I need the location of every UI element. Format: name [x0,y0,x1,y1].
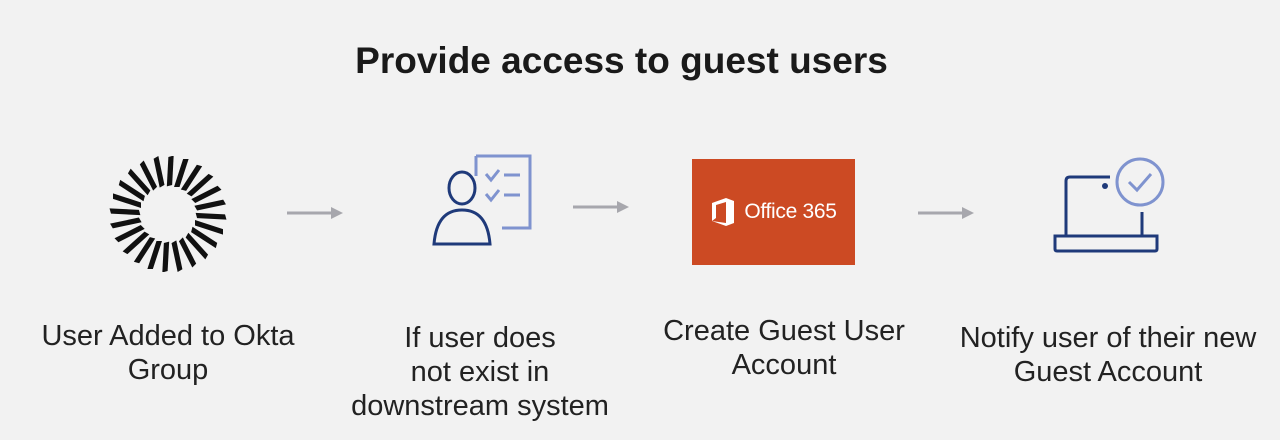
okta-ray [122,231,150,255]
caption-line: Account [731,349,837,381]
okta-ray [113,193,141,208]
okta-ray [118,179,145,202]
page-title: Provide access to guest users [355,40,888,81]
arrow-3 [918,207,974,219]
okta-ray [166,156,174,187]
okta-ray [195,212,227,220]
okta-ray [195,220,223,235]
okta-ray [191,185,222,204]
caption-line: User Added to Okta [41,320,295,352]
caption-line: not exist in [410,356,550,388]
office365-logo-icon [712,198,735,226]
step-1-caption: User Added to Okta Group [8,319,328,387]
caption-line: Group [127,354,209,386]
caption-line: downstream system [351,390,609,422]
okta-ray [171,240,183,272]
step-2-caption: If user does not exist in downstream sys… [330,321,630,423]
okta-ray [191,226,218,249]
arrow-2 [573,201,629,213]
okta-ray [139,160,158,191]
caption-line: Create Guest User [663,315,905,347]
caption-line: Notify user of their new [959,322,1257,354]
okta-ray [153,156,165,188]
okta-ray [147,241,162,269]
arrow-1 [287,207,343,219]
okta-ray [174,159,189,187]
okta-ray [110,217,142,229]
okta-ray [109,208,141,216]
step-4-caption: Notify user of their new Guest Account [938,321,1278,389]
user-checklist-icon [432,154,532,246]
okta-ray [162,241,170,272]
step-3-caption: Create Guest User Account [634,314,934,382]
okta-ray [180,164,203,191]
okta-ray [186,173,214,197]
office365-logo: Office 365 [692,159,855,265]
okta-ray [194,199,226,211]
caption-line: Guest Account [1013,356,1203,388]
okta-ray [185,232,209,260]
okta-ray [178,237,197,268]
okta-ray [114,224,145,243]
okta-logo-icon [109,156,227,272]
office365-logo-text: Office 365 [744,200,837,223]
okta-ray [133,237,156,264]
caption-line: If user does [404,322,556,354]
laptop-check-icon [1053,157,1165,253]
okta-ray [127,168,151,196]
